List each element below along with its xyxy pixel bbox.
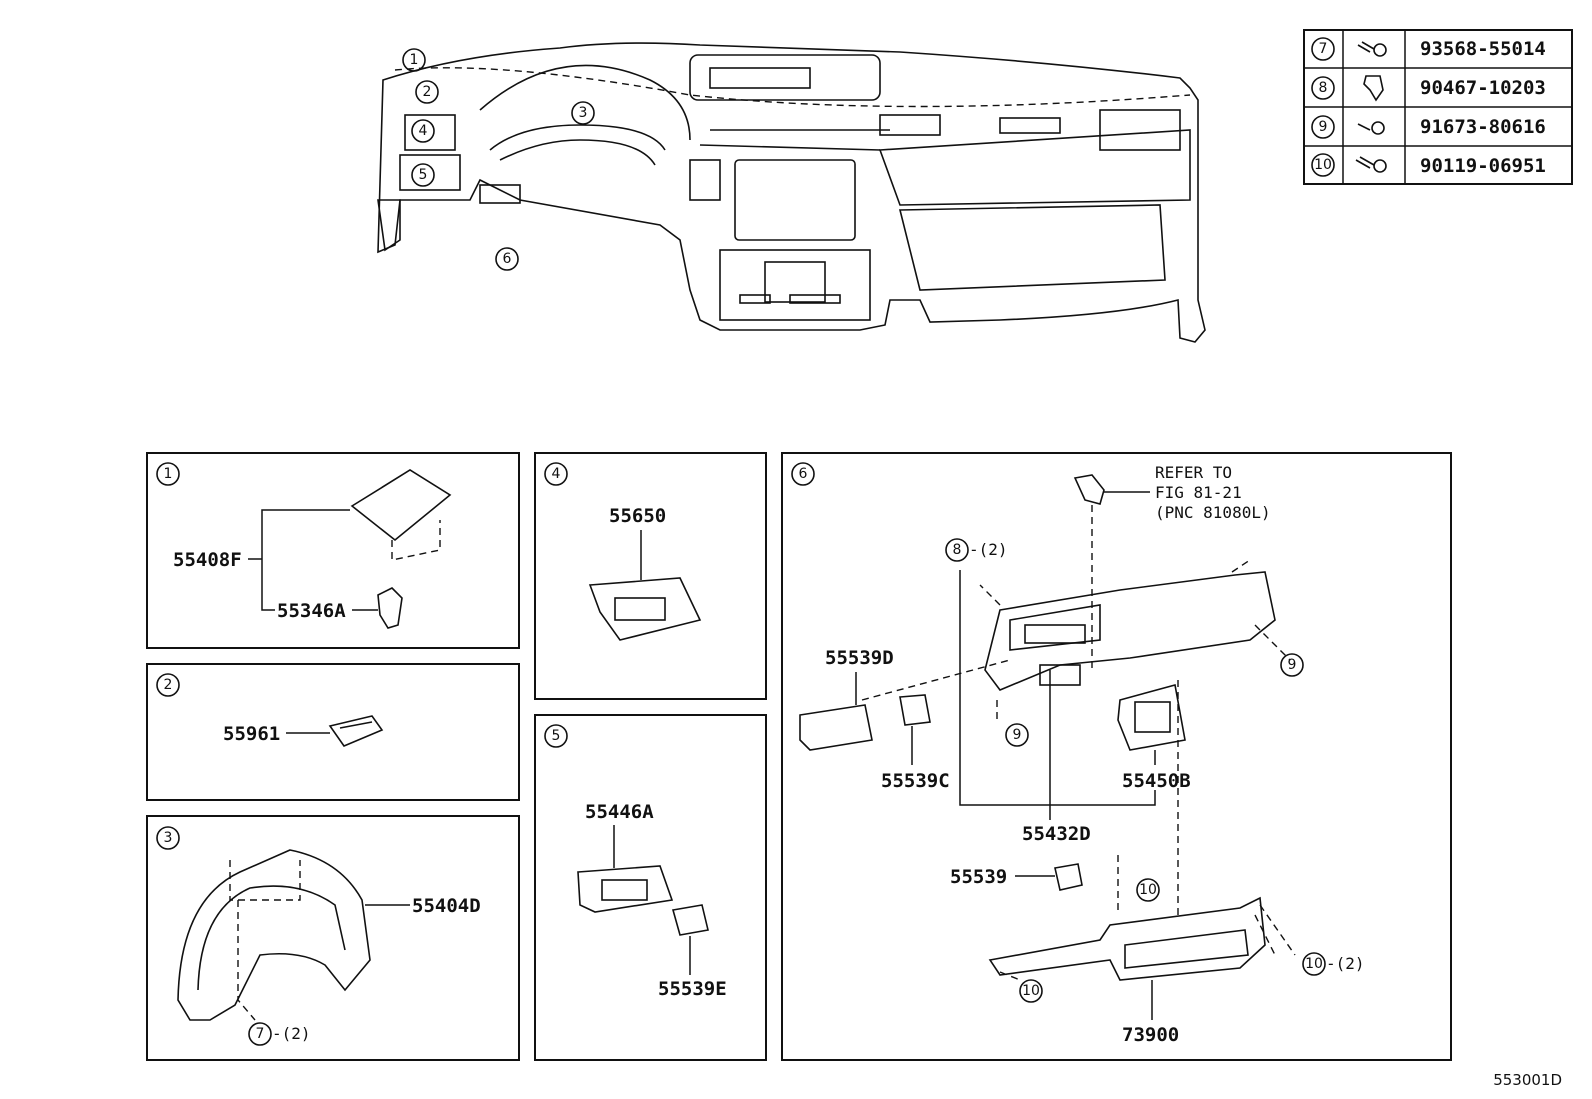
clip-icon — [1363, 75, 1384, 102]
panel-5-number: 5 — [552, 728, 561, 744]
bolt-icon — [1355, 156, 1387, 173]
part-no-90467: 90467-10203 — [1420, 77, 1546, 99]
overview-callouts: 1 2 3 4 5 6 — [402, 48, 595, 271]
label-55650: 55650 — [609, 505, 666, 527]
panel-3: 3 55404D 7 -(2) — [146, 815, 520, 1061]
panel-1-number: 1 — [164, 466, 173, 482]
panel-6-number: 6 — [799, 466, 808, 482]
label-55539: 55539 — [950, 866, 1007, 888]
label-55408F: 55408F — [173, 549, 242, 571]
panel-3-number: 3 — [164, 830, 173, 846]
panel-6-callout-10b: 10 — [1022, 983, 1040, 999]
refer-line-2: FIG 81-21 — [1155, 483, 1242, 502]
reference-code: 553001D — [1493, 1071, 1562, 1089]
label-55446A: 55446A — [585, 801, 654, 823]
table-callout-10: 10 — [1314, 157, 1332, 173]
label-55432D: 55432D — [1022, 823, 1091, 845]
label-55539D: 55539D — [825, 647, 894, 669]
label-55450B: 55450B — [1122, 770, 1191, 792]
table-callout-7: 7 — [1319, 41, 1328, 57]
overview-callout-1: 1 — [410, 52, 419, 68]
table-callout-9: 9 — [1319, 119, 1328, 135]
bolt-icon — [1357, 41, 1387, 57]
part-no-91673: 91673-80616 — [1420, 116, 1546, 138]
panel-6: 6 REFER TO FIG 81-21 (PNC 81080L) 55539D… — [781, 452, 1452, 1061]
panel-3-callout-7: 7 — [256, 1026, 265, 1042]
overview-callout-3: 3 — [579, 105, 588, 121]
panel-5: 5 55446A 55539E — [534, 714, 767, 1061]
panel-4: 4 55650 — [534, 452, 767, 700]
panel-4-number: 4 — [552, 466, 561, 482]
label-55539E: 55539E — [658, 978, 727, 1000]
label-55539C: 55539C — [881, 770, 950, 792]
panel-6-callout-10c-qty: -(2) — [1326, 954, 1365, 973]
refer-line-3: (PNC 81080L) — [1155, 503, 1271, 522]
label-55346A: 55346A — [277, 600, 346, 622]
overview-callout-2: 2 — [423, 84, 432, 100]
panel-3-callout-7-qty: -(2) — [272, 1024, 311, 1043]
panel-2-number: 2 — [164, 677, 173, 693]
part-no-90119: 90119-06951 — [1420, 155, 1546, 177]
panel-6-callout-10a: 10 — [1139, 882, 1157, 898]
fastener-table: 7 93568-55014 8 90467-10203 9 91673-8061… — [1303, 29, 1573, 185]
panel-2: 2 55961 — [146, 663, 520, 801]
label-55404D: 55404D — [412, 895, 481, 917]
refer-line-1: REFER TO — [1155, 463, 1232, 482]
overview-callout-5: 5 — [419, 167, 428, 183]
dashboard-overview — [377, 42, 1206, 343]
overview-callout-4: 4 — [419, 123, 428, 139]
panel-6-callout-9b: 9 — [1013, 727, 1022, 743]
panel-6-callout-8-qty: -(2) — [969, 540, 1008, 559]
panel-1: 1 55408F 55346A — [146, 452, 520, 649]
panel-6-callout-10c: 10 — [1305, 956, 1323, 972]
panel-6-callout-8: 8 — [953, 542, 962, 558]
label-55961: 55961 — [223, 723, 280, 745]
panel-6-callout-9a: 9 — [1288, 657, 1297, 673]
part-no-93568: 93568-55014 — [1420, 38, 1546, 60]
table-callout-8: 8 — [1319, 80, 1328, 96]
screw-icon — [1357, 121, 1385, 135]
overview-callout-6: 6 — [503, 251, 512, 267]
label-73900: 73900 — [1122, 1024, 1179, 1046]
